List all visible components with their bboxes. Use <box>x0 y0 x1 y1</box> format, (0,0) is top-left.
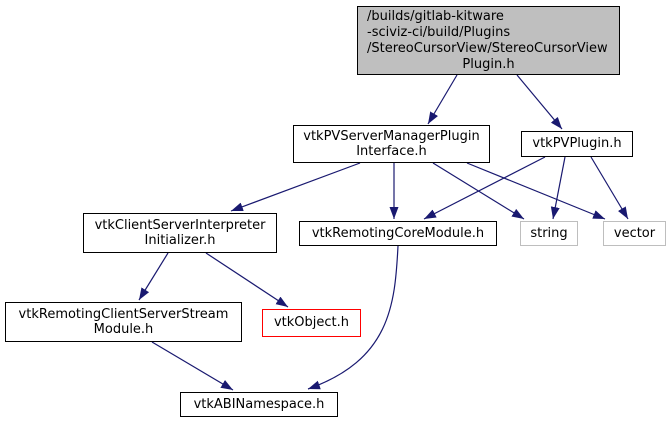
node-label: vector <box>613 225 656 241</box>
node-stereocursorviewplugin-h: /builds/gitlab-kitware -sciviz-ci/build/… <box>357 6 620 75</box>
edge-initializer-to-streammodule <box>138 252 169 301</box>
node-vtkobject-h[interactable]: vtkObject.h <box>262 309 361 337</box>
node-label: vtkClientServerInterpreter Initializer.h <box>94 217 266 249</box>
edge-main-to-pvplugin <box>516 74 563 130</box>
edge-interface-to-vector <box>466 162 606 220</box>
edge-initializer-to-vtkobject <box>205 252 289 308</box>
edge-streammodule-to-abinamespace <box>151 341 234 391</box>
node-label: string <box>530 225 568 241</box>
edge-main-to-interface <box>427 74 458 125</box>
edge-pvplugin-to-remotingcore <box>423 156 546 220</box>
node-vtkremotingcoremodule-h[interactable]: vtkRemotingCoreModule.h <box>299 221 497 246</box>
node-vector: vector <box>603 221 666 246</box>
edge-pvplugin-to-vector <box>590 156 629 220</box>
node-label-lastline: Plugin.h <box>462 57 515 72</box>
node-label: vtkRemotingCoreModule.h <box>311 225 485 241</box>
node-label: vtkPVPlugin.h <box>532 136 622 152</box>
node-vtkabinamespace-h[interactable]: vtkABINamespace.h <box>180 392 338 417</box>
node-vtkpvservermanagerplugininterface-h[interactable]: vtkPVServerManagerPlugin Interface.h <box>293 125 490 163</box>
node-string: string <box>520 221 578 246</box>
edge-pvplugin-to-string <box>550 156 566 220</box>
node-label: /builds/gitlab-kitware -sciviz-ci/build/… <box>367 9 608 56</box>
node-label: vtkObject.h <box>273 315 350 331</box>
node-label: vtkABINamespace.h <box>193 396 325 412</box>
node-vtkpvplugin-h[interactable]: vtkPVPlugin.h <box>521 131 633 157</box>
node-vtkremotingclientserverstreammodule-h[interactable]: vtkRemotingClientServerStream Module.h <box>5 302 242 342</box>
node-label: vtkRemotingClientServerStream Module.h <box>18 306 229 338</box>
node-label: vtkPVServerManagerPlugin Interface.h <box>303 128 480 160</box>
node-vtkclientserverinterpreterinitializer-h[interactable]: vtkClientServerInterpreter Initializer.h <box>83 213 277 253</box>
edge-interface-to-initializer <box>230 162 361 212</box>
edge-remotingcore-to-abinamespace <box>307 245 399 390</box>
